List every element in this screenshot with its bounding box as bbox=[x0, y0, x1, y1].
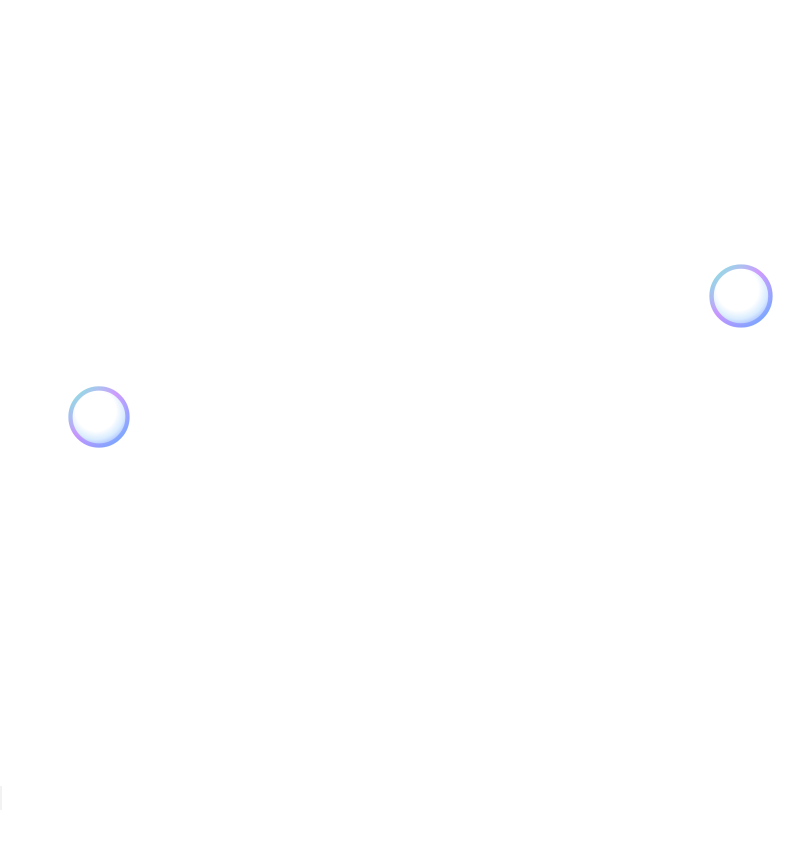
soap-bubble-icon bbox=[709, 264, 773, 328]
edge-mark bbox=[0, 786, 2, 810]
soap-bubble-icon bbox=[68, 386, 130, 448]
soap-bubble-left bbox=[68, 386, 130, 448]
soap-bubble-right bbox=[709, 264, 773, 328]
